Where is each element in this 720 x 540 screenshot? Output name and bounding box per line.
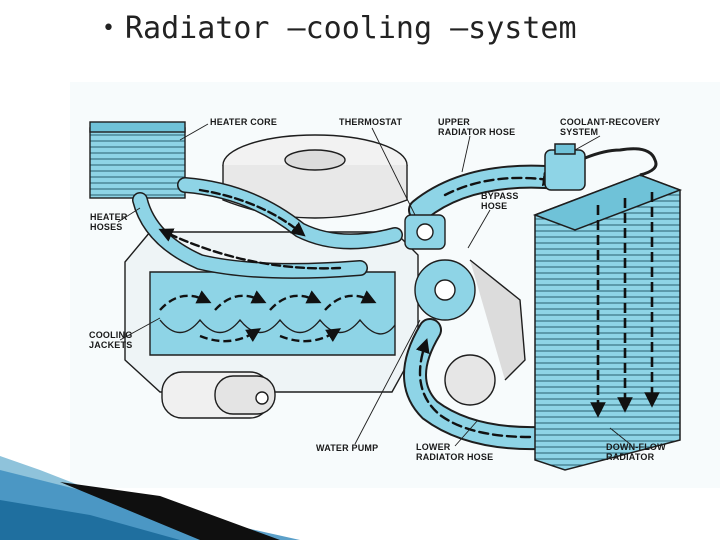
label-upper-hose-1: UPPER — [438, 117, 471, 127]
water-pump — [414, 259, 526, 406]
label-leader-lines — [117, 123, 631, 447]
label-upper-hose-2: RADIATOR HOSE — [438, 127, 516, 137]
label-cooling-jackets-2: JACKETS — [89, 340, 133, 350]
label-cooling-jackets-1: COOLING — [89, 330, 133, 340]
label-downflow-1: DOWN-FLOW — [606, 442, 666, 452]
label-recovery-1: COOLANT-RECOVERY — [560, 117, 661, 127]
label-lower-hose-2: RADIATOR HOSE — [416, 452, 494, 462]
label-bypass-2: HOSE — [481, 201, 508, 211]
label-heater-hoses-1: HEATER — [90, 212, 128, 222]
cooling-jacket-arrows — [159, 290, 377, 343]
radiator — [532, 143, 683, 471]
label-heater-core: HEATER CORE — [210, 117, 278, 127]
label-bypass-1: BYPASS — [481, 191, 519, 201]
label-thermostat: THERMOSTAT — [339, 117, 403, 127]
starter-motor — [161, 371, 276, 419]
label-lower-hose-1: LOWER — [416, 442, 451, 452]
lower-radiator-hose — [403, 318, 552, 451]
heater-core — [89, 121, 186, 199]
label-downflow-2: RADIATOR — [606, 452, 655, 462]
radiator-flow-arrows — [590, 192, 660, 418]
label-water-pump: WATER PUMP — [316, 443, 379, 453]
upper-radiator-hose — [408, 164, 572, 222]
title-text: Radiator –cooling –system — [124, 10, 577, 46]
thermostat-housing — [404, 214, 446, 250]
heater-hoses — [132, 177, 403, 279]
bullet-icon: • — [102, 15, 115, 41]
label-heater-hoses-2: HOSES — [90, 222, 123, 232]
slide-title: • Radiator –cooling –system — [102, 6, 577, 50]
label-recovery-2: SYSTEM — [560, 127, 599, 137]
